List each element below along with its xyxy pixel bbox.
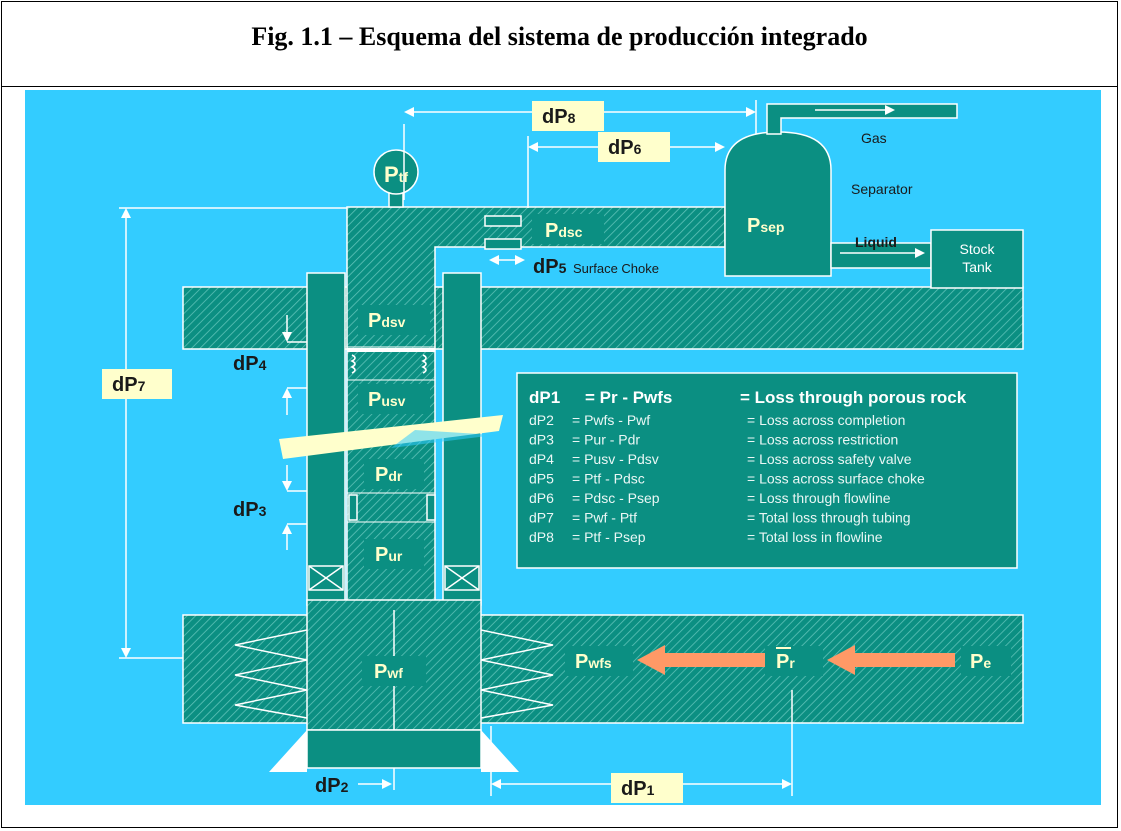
label-surface-choke: Surface Choke bbox=[573, 261, 659, 276]
box-pusv bbox=[358, 384, 430, 414]
legend-expression: = Pwfs - Pwf bbox=[572, 412, 650, 428]
label-tank: Tank bbox=[962, 259, 993, 275]
label-dp3: dP3 bbox=[233, 499, 267, 521]
box-pdsv bbox=[358, 305, 430, 335]
label-pdr: Pdr bbox=[375, 464, 403, 486]
box-pwf bbox=[362, 656, 426, 686]
legend-description: = Total loss through tubing bbox=[747, 510, 911, 526]
label-pr: Pr bbox=[776, 651, 795, 673]
label-stock: Stock bbox=[959, 241, 995, 257]
legend-expression: = Pdsc - Psep bbox=[572, 490, 660, 506]
title-row: Fig. 1.1 – Esquema del sistema de produc… bbox=[2, 2, 1117, 87]
label-pdsv: Pdsv bbox=[368, 310, 406, 332]
packer-right bbox=[444, 565, 480, 591]
legend-description: = Loss across surface choke bbox=[747, 471, 925, 487]
flow-arrow-to-mean bbox=[827, 645, 955, 675]
legend-description: = Total loss in flowline bbox=[747, 529, 883, 545]
label-separator: Separator bbox=[851, 181, 913, 197]
label-dp5: dP5 bbox=[533, 256, 567, 278]
legend-description: = Loss through porous rock bbox=[740, 388, 967, 407]
box-pdr bbox=[364, 459, 424, 489]
box-dp6 bbox=[598, 132, 670, 162]
label-dp1: dP1 bbox=[621, 778, 655, 800]
box-dp7 bbox=[102, 369, 172, 399]
label-dp2: dP2 bbox=[315, 775, 349, 797]
label-gas: Gas bbox=[861, 130, 887, 146]
label-liquid: Liquid bbox=[855, 234, 897, 250]
base-foot-left bbox=[269, 730, 307, 772]
packer-left bbox=[308, 565, 344, 591]
stock-tank bbox=[930, 229, 1024, 289]
box-dp1 bbox=[611, 773, 683, 803]
legend-expression: = Pr - Pwfs bbox=[585, 388, 672, 407]
legend-name: dP4 bbox=[529, 451, 554, 467]
flow-arrow-to-wellbore bbox=[637, 645, 765, 675]
label-pwfs: Pwfs bbox=[575, 651, 612, 673]
wellhead-gauge bbox=[373, 149, 419, 195]
legend-name: dP1 bbox=[529, 388, 560, 407]
safety-valve bbox=[347, 346, 435, 381]
box-pe bbox=[961, 646, 1011, 676]
legend-panel: dP1 = Pr - Pwfs = Loss through porous rock… bbox=[516, 372, 1018, 569]
liquid-line bbox=[830, 242, 932, 269]
label-pe: Pe bbox=[970, 651, 991, 673]
box-dp8 bbox=[532, 101, 604, 131]
restriction-left bbox=[348, 494, 358, 521]
dimension-arrowheads bbox=[121, 105, 925, 789]
box-pwfs bbox=[565, 646, 633, 676]
label-pur: Pur bbox=[375, 544, 403, 566]
figure-title: Fig. 1.1 – Esquema del sistema de produc… bbox=[251, 22, 868, 51]
label-dp6: dP6 bbox=[608, 137, 642, 159]
box-pdsc bbox=[532, 214, 604, 244]
separator-vessel bbox=[724, 131, 832, 277]
legend-description: = Loss across restriction bbox=[747, 432, 898, 448]
label-pusv: Pusv bbox=[368, 389, 406, 411]
legend-name: dP2 bbox=[529, 412, 554, 428]
legend-name: dP8 bbox=[529, 529, 554, 545]
label-dp4: dP4 bbox=[233, 353, 267, 375]
legend-expression: = Ptf - Pdsc bbox=[572, 471, 645, 487]
label-pdsc: Pdsc bbox=[545, 220, 583, 242]
legend-description: = Loss across safety valve bbox=[747, 451, 912, 467]
legend-expression: = Ptf - Psep bbox=[572, 529, 646, 545]
well-base bbox=[306, 729, 482, 769]
box-pr bbox=[765, 646, 823, 676]
label-dp7: dP7 bbox=[112, 374, 146, 396]
depth-break-arrow bbox=[391, 430, 495, 448]
label-ptf: Ptf bbox=[384, 162, 408, 187]
legend-description: = Loss through flowline bbox=[747, 490, 891, 506]
label-psep: Psep bbox=[747, 215, 784, 237]
choke-bean-bottom bbox=[484, 238, 522, 250]
legend-expression: = Pusv - Pdsv bbox=[572, 451, 659, 467]
perforations-right bbox=[480, 629, 554, 719]
legend-name: dP6 bbox=[529, 490, 554, 506]
box-pur bbox=[364, 539, 424, 569]
legend-expression: = Pwf - Ptf bbox=[572, 510, 637, 526]
label-pwf: Pwf bbox=[374, 661, 403, 683]
restriction-right bbox=[426, 494, 436, 521]
legend-expression: = Pur - Pdr bbox=[572, 432, 640, 448]
production-system-diagram: Ptf Pdsc Psep Pdsv Pusv Pdr Pur Pwf Pwfs… bbox=[25, 90, 1101, 805]
depth-break-plane bbox=[279, 415, 503, 459]
legend-description: = Loss across completion bbox=[747, 412, 905, 428]
gas-outlet-pipe bbox=[766, 103, 958, 135]
choke-bean-top bbox=[484, 215, 522, 227]
legend-name: dP7 bbox=[529, 510, 554, 526]
legend-name: dP5 bbox=[529, 471, 554, 487]
label-dp8: dP8 bbox=[542, 106, 576, 128]
legend-name: dP3 bbox=[529, 432, 554, 448]
perforations-left bbox=[234, 629, 308, 719]
